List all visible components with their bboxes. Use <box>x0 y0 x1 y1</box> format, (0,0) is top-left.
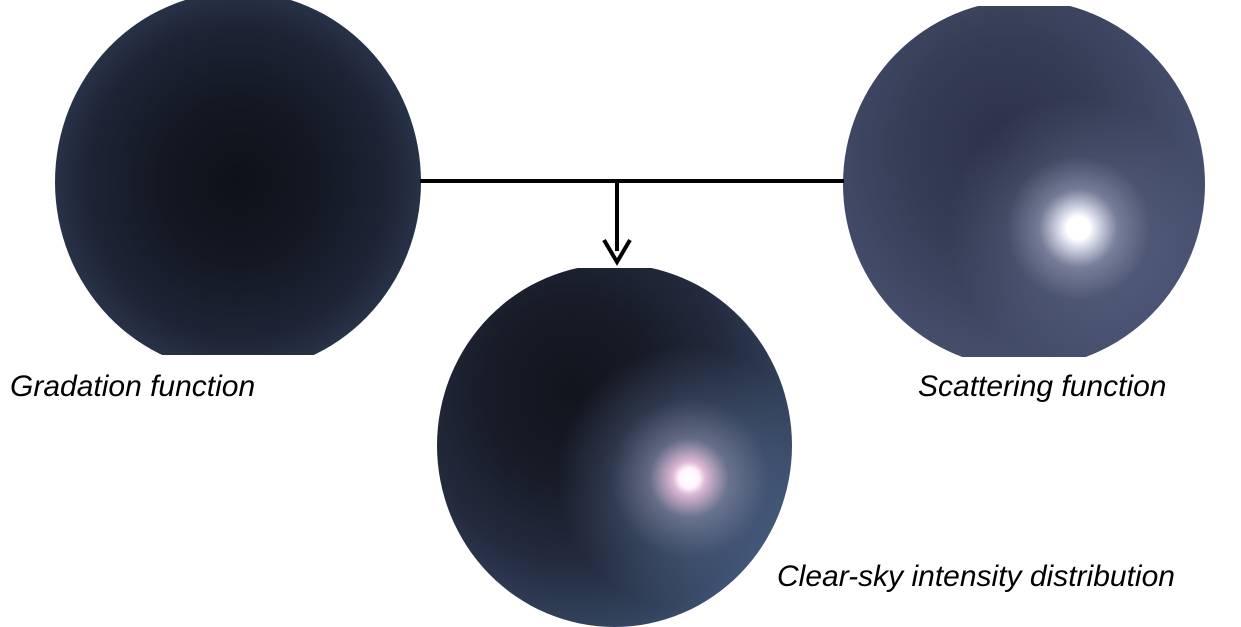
scattering-sphere-bottom-cut <box>840 357 1210 377</box>
scattering-function-label: Scattering function <box>918 370 1167 403</box>
clear-sky-distribution-label: Clear-sky intensity distribution <box>777 560 1175 593</box>
scattering-sphere-top-cut <box>840 0 1210 6</box>
gradation-sphere-image <box>55 0 421 372</box>
connector-vertical-line <box>615 181 619 251</box>
clear-sky-sphere-image <box>437 264 792 627</box>
gradation-function-label: Gradation function <box>10 370 256 403</box>
down-arrow-icon <box>602 238 632 266</box>
gradation-sphere-cut <box>55 355 435 375</box>
connector-horizontal-line <box>420 179 844 183</box>
scattering-sphere-image <box>843 0 1205 368</box>
